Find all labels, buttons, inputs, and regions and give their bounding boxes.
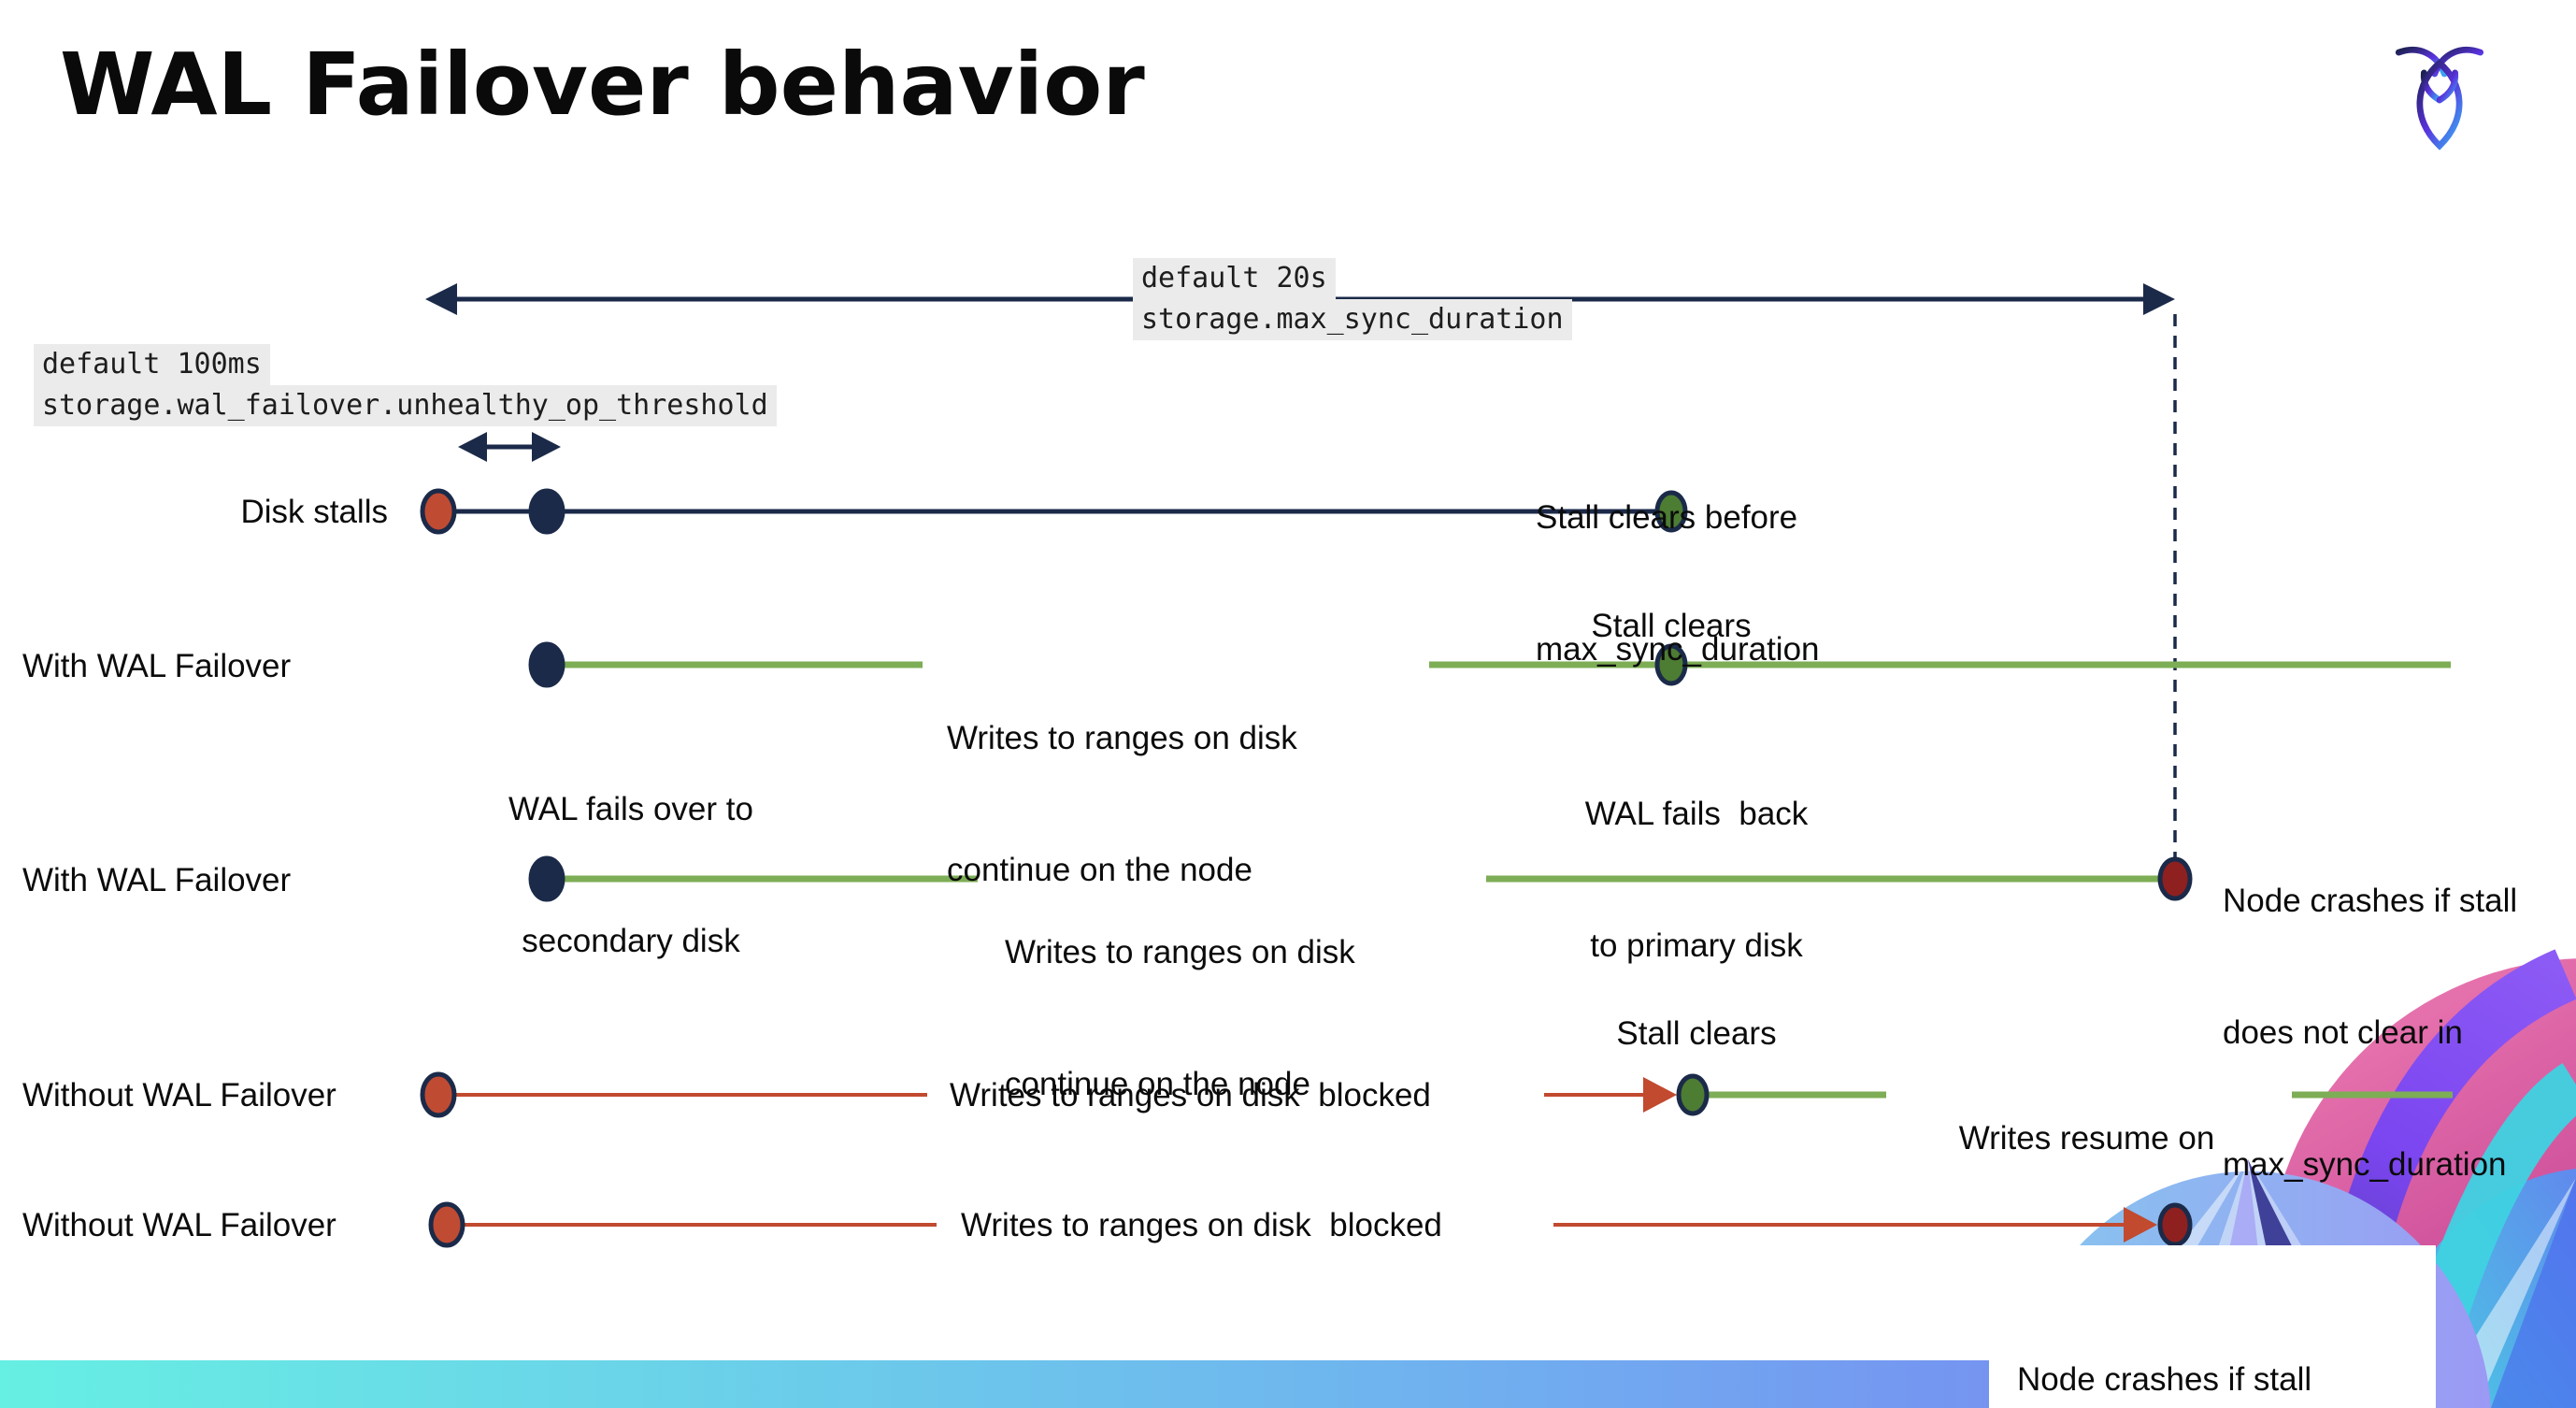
callout-writes-blocked-row4: Writes to ranges on disk blocked — [950, 1077, 1431, 1113]
timeline-disk-stalls — [420, 488, 1688, 535]
failover-dot — [528, 855, 565, 902]
unhealthy-op-threshold-arrow — [458, 432, 561, 462]
callout-stall-clears-row4: Stall clears — [1616, 1015, 1777, 1052]
stall-clear-dot — [1654, 490, 1688, 533]
stall-start-dot — [420, 488, 457, 535]
row-label-without-wal-failover-2: Without WAL Failover — [22, 1207, 336, 1243]
cockroachdb-logo-icon — [2395, 46, 2484, 151]
unhealthy-op-setting-name: storage.wal_failover.unhealthy_op_thresh… — [34, 385, 777, 426]
row-label-disk-stalls: Disk stalls — [240, 494, 388, 530]
failback-dot — [1654, 643, 1688, 686]
stall-start-dot — [428, 1201, 465, 1248]
callout-node-crashes-row5: Node crashes if stall does not clear in … — [1989, 1245, 2436, 1408]
timeline-without-wal-failover-2 — [428, 1201, 2193, 1248]
crash-dot — [2157, 1202, 2193, 1247]
max-sync-setting-name: storage.max_sync_duration — [1133, 299, 1572, 340]
unhealthy-op-default-label: default 100ms — [34, 344, 270, 385]
callout-wal-fails-back: WAL fails back to primary disk — [1584, 796, 1809, 964]
max-sync-default-label: default 20s — [1133, 258, 1336, 299]
callout-writes-continue-row3: Writes to ranges on disk continue on the… — [1005, 934, 1355, 1102]
callout-stall-clears-row2: Stall clears — [1591, 608, 1752, 644]
row-label-with-wal-failover-2: With WAL Failover — [22, 862, 292, 898]
stall-clear-dot — [1676, 1073, 1710, 1116]
timeline-with-wal-failover-2 — [528, 855, 2193, 902]
crash-dot — [2157, 856, 2193, 901]
callout-writes-blocked-row5: Writes to ranges on disk blocked — [961, 1207, 1442, 1243]
callout-stall-clears-before: Stall clears before max_sync_duration — [1536, 499, 1820, 668]
callout-writes-continue-row2: Writes to ranges on disk continue on the… — [947, 720, 1297, 888]
failover-threshold-dot — [528, 488, 565, 535]
page-title: WAL Failover behavior — [60, 35, 1145, 135]
failover-dot — [528, 641, 565, 688]
stall-start-dot — [420, 1071, 457, 1118]
row-label-with-wal-failover-1: With WAL Failover — [22, 648, 292, 684]
timeline-with-wal-failover-1 — [528, 641, 2451, 688]
callout-node-crashes-row3: Node crashes if stall does not clear in … — [2223, 883, 2518, 1183]
callout-wal-fails-over: WAL fails over to secondary disk — [508, 791, 753, 959]
timeline-without-wal-failover-1 — [420, 1071, 2453, 1118]
row-label-without-wal-failover-1: Without WAL Failover — [22, 1077, 336, 1113]
